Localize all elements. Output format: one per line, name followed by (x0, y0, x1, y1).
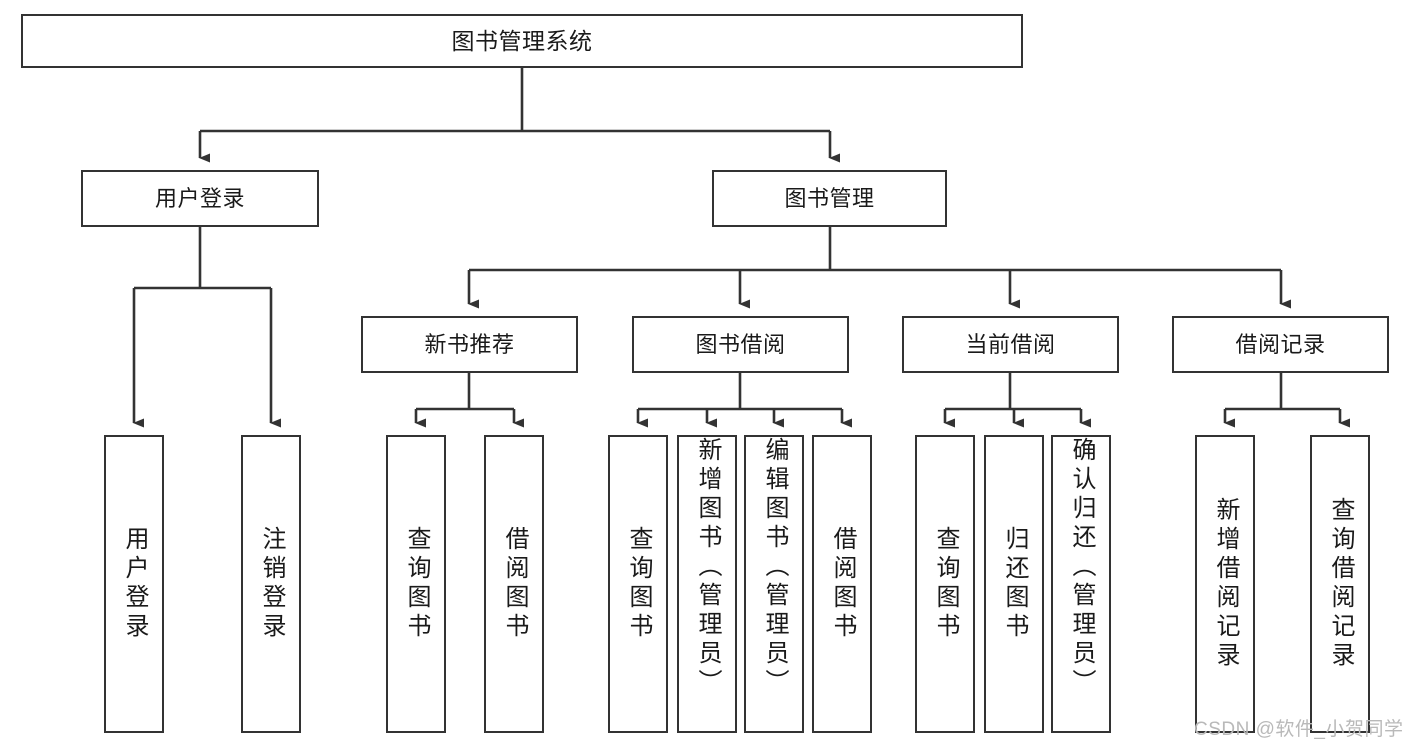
node-root-book-management-system[interactable]: 图书管理系统 (21, 14, 1023, 68)
node-leaf-borrow-book-2-label: 借阅图书 (829, 526, 856, 642)
node-leaf-query-book-1-label: 查询图书 (403, 526, 430, 642)
node-leaf-return-book-label: 归还图书 (1001, 526, 1028, 642)
node-book-manage[interactable]: 图书管理 (712, 170, 947, 227)
node-leaf-user-logout-label: 注销登录 (258, 526, 285, 642)
node-current-borrow[interactable]: 当前借阅 (902, 316, 1119, 373)
node-user-login[interactable]: 用户登录 (81, 170, 319, 227)
node-leaf-borrow-book-2[interactable]: 借阅图书 (812, 435, 872, 733)
node-leaf-query-book-3-label: 查询图书 (932, 526, 959, 642)
node-leaf-edit-book-label: 编辑图书（管理员） (761, 437, 788, 698)
node-book-manage-label: 图书管理 (784, 185, 875, 211)
node-book-borrow-label: 图书借阅 (695, 331, 786, 357)
node-current-borrow-label: 当前借阅 (965, 331, 1056, 357)
node-leaf-add-record-label: 新增借阅记录 (1212, 497, 1239, 671)
node-leaf-confirm-return-label: 确认归还（管理员） (1068, 437, 1095, 698)
node-leaf-query-book-2-label: 查询图书 (625, 526, 652, 642)
node-leaf-query-book-1[interactable]: 查询图书 (386, 435, 446, 733)
node-new-book-recommend[interactable]: 新书推荐 (361, 316, 578, 373)
node-leaf-query-record[interactable]: 查询借阅记录 (1310, 435, 1370, 733)
node-leaf-query-record-label: 查询借阅记录 (1327, 497, 1354, 671)
node-leaf-user-login-label: 用户登录 (121, 526, 148, 642)
node-new-book-recommend-label: 新书推荐 (424, 331, 515, 357)
node-borrow-record[interactable]: 借阅记录 (1172, 316, 1389, 373)
node-leaf-borrow-book-1[interactable]: 借阅图书 (484, 435, 544, 733)
node-leaf-return-book[interactable]: 归还图书 (984, 435, 1044, 733)
node-leaf-add-record[interactable]: 新增借阅记录 (1195, 435, 1255, 733)
node-leaf-query-book-3[interactable]: 查询图书 (915, 435, 975, 733)
node-book-borrow[interactable]: 图书借阅 (632, 316, 849, 373)
node-root-label: 图书管理系统 (451, 27, 593, 54)
node-leaf-query-book-2[interactable]: 查询图书 (608, 435, 668, 733)
node-borrow-record-label: 借阅记录 (1235, 331, 1326, 357)
node-leaf-add-book-label: 新增图书（管理员） (694, 437, 721, 698)
node-leaf-add-book[interactable]: 新增图书（管理员） (677, 435, 737, 733)
node-leaf-edit-book[interactable]: 编辑图书（管理员） (744, 435, 804, 733)
node-leaf-user-logout[interactable]: 注销登录 (241, 435, 301, 733)
node-user-login-label: 用户登录 (154, 185, 245, 211)
node-leaf-borrow-book-1-label: 借阅图书 (501, 526, 528, 642)
node-leaf-confirm-return[interactable]: 确认归还（管理员） (1051, 435, 1111, 733)
node-leaf-user-login[interactable]: 用户登录 (104, 435, 164, 733)
